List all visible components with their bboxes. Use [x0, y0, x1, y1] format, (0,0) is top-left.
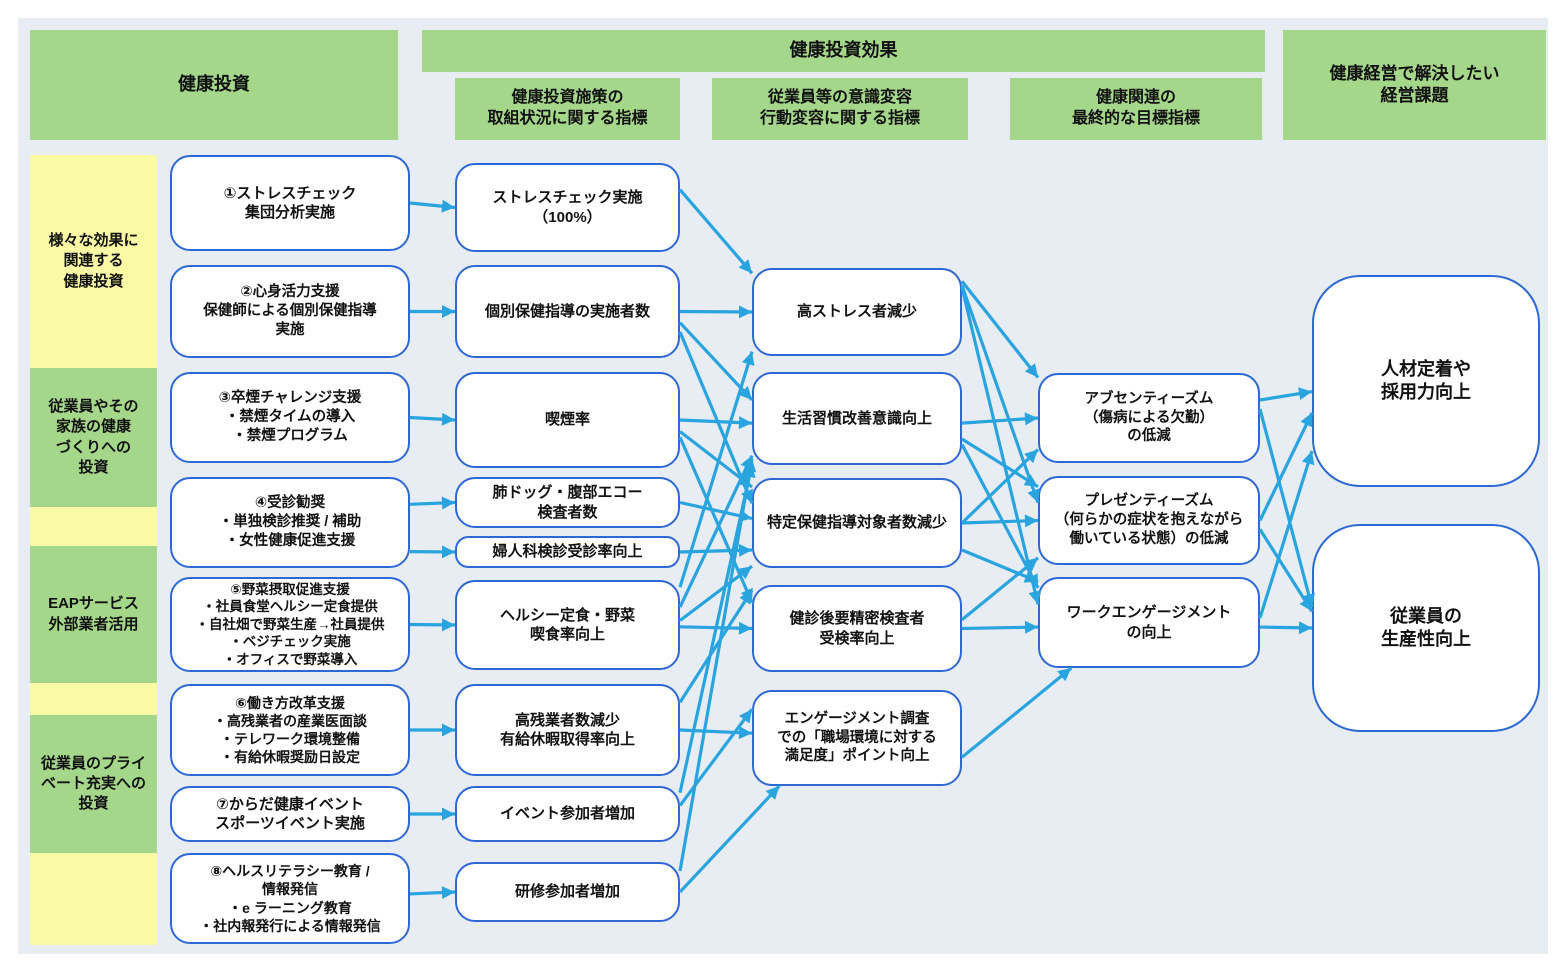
header-health-investment: 健康投資 — [30, 30, 398, 140]
node-ind1: ストレスチェック実施 （100%） — [455, 163, 680, 252]
node-tgt2: プレゼンティーズム （何らかの症状を抱えながら 働いている状態）の低減 — [1038, 476, 1260, 565]
node-beh4: 健診後要精密検査者 受検率向上 — [752, 585, 962, 672]
node-out1: 人材定着や 採用力向上 — [1312, 275, 1540, 487]
sidebar-segment-7 — [30, 853, 157, 945]
sidebar-segment-2: 従業員やその 家族の健康 づくりへの 投資 — [30, 368, 157, 507]
header-investment-effect: 健康投資効果 — [422, 30, 1265, 72]
node-ind7: 高残業者数減少 有給休暇取得率向上 — [455, 684, 680, 776]
sidebar-segment-5 — [30, 683, 157, 715]
node-inv1: ①ストレスチェック 集団分析実施 — [170, 155, 410, 251]
node-ind9: 研修参加者増加 — [455, 862, 680, 922]
subheader-awareness-behavior-indicators: 従業員等の意識変容 行動変容に関する指標 — [712, 78, 968, 140]
node-ind5: 婦人科検診受診率向上 — [455, 536, 680, 568]
sidebar-segment-3 — [30, 507, 157, 546]
node-ind3: 喫煙率 — [455, 372, 680, 468]
node-tgt1: アブセンティーズム （傷病による欠勤） の低減 — [1038, 373, 1260, 463]
subheader-initiative-status-indicators: 健康投資施策の 取組状況に関する指標 — [455, 78, 680, 140]
node-inv5: ⑤野菜摂取促進支援 ・社員食堂ヘルシー定食提供 ・自社畑で野菜生産→社員提供 ・… — [170, 577, 410, 672]
node-inv4: ④受診勧奨 ・単独検診推奨 / 補助 ・女性健康促進支援 — [170, 477, 410, 568]
sidebar-segment-1: 様々な効果に 関連する 健康投資 — [30, 155, 157, 368]
node-ind4: 肺ドッグ・腹部エコー 検査者数 — [455, 477, 680, 528]
node-ind2: 個別保健指導の実施者数 — [455, 265, 680, 358]
node-beh5: エンゲージメント調査 での「職場環境に対する 満足度」ポイント向上 — [752, 690, 962, 786]
node-beh3: 特定保健指導対象者数減少 — [752, 478, 962, 568]
node-inv7: ⑦からだ健康イベント スポーツイベント実施 — [170, 786, 410, 842]
node-tgt3: ワークエンゲージメント の向上 — [1038, 577, 1260, 668]
node-ind8: イベント参加者増加 — [455, 786, 680, 842]
subheader-final-health-target-indicators: 健康関連の 最終的な目標指標 — [1010, 78, 1262, 140]
node-beh2: 生活習慣改善意識向上 — [752, 372, 962, 465]
node-out2: 従業員の 生産性向上 — [1312, 524, 1540, 732]
node-inv3: ③卒煙チャレンジ支援 ・禁煙タイムの導入 ・禁煙プログラム — [170, 372, 410, 463]
node-inv6: ⑥働き方改革支援 ・高残業者の産業医面談 ・テレワーク環境整備 ・有給休暇奨励日… — [170, 684, 410, 776]
node-beh1: 高ストレス者減少 — [752, 268, 962, 356]
node-inv2: ②心身活力支援 保健師による個別保健指導 実施 — [170, 265, 410, 358]
sidebar-segment-6: 従業員のプライ ベート充実への 投資 — [30, 715, 157, 853]
node-inv8: ⑧ヘルスリテラシー教育 / 情報発信 ・e ラーニング教育 ・社内報発行による情… — [170, 853, 410, 944]
sidebar-segment-4: EAPサービス 外部業者活用 — [30, 546, 157, 683]
header-management-issues: 健康経営で解決したい 経営課題 — [1283, 30, 1546, 140]
node-ind6: ヘルシー定食・野菜 喫食率向上 — [455, 580, 680, 670]
